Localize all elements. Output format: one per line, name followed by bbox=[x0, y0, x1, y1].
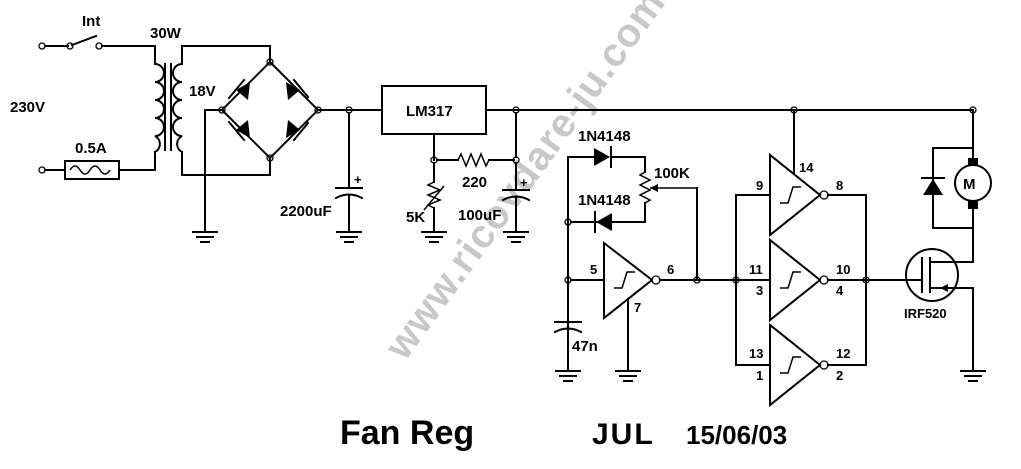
mosfet-irf520 bbox=[904, 248, 986, 382]
diode-bottom-label: 1N4148 bbox=[578, 192, 631, 209]
switch-label: Int bbox=[82, 13, 100, 30]
schmitt-inverter-osc bbox=[603, 240, 737, 382]
secondary-voltage-label: 18V bbox=[189, 83, 216, 100]
pin-7: 7 bbox=[634, 300, 641, 315]
mosfet-label: IRF520 bbox=[904, 306, 947, 321]
svg-text:+: + bbox=[354, 172, 362, 187]
pin-9: 9 bbox=[756, 178, 763, 193]
pin-6: 6 bbox=[667, 262, 674, 277]
pin-13: 13 bbox=[749, 346, 763, 361]
fuse-label: 0.5A bbox=[75, 140, 107, 157]
mains-voltage-label: 230V bbox=[10, 99, 45, 116]
svg-text:+: + bbox=[520, 175, 528, 190]
capacitor-2200uf: + bbox=[334, 106, 364, 243]
resistor-220-label: 220 bbox=[462, 174, 487, 191]
pin-1: 1 bbox=[756, 368, 763, 383]
potentiometer-5k bbox=[421, 162, 447, 243]
motor-symbol: M bbox=[963, 176, 976, 193]
transformer-power-label: 30W bbox=[150, 25, 182, 42]
pin-3: 3 bbox=[756, 283, 763, 298]
capacitor-100uf-label: 100uF bbox=[458, 207, 501, 224]
capacitor-100uf: + bbox=[501, 106, 531, 243]
potentiometer-100k-label: 100K bbox=[654, 165, 690, 182]
capacitor-2200uf-label: 2200uF bbox=[280, 203, 332, 220]
capacitor-47n-label: 47n bbox=[572, 338, 598, 355]
regulator-lm317 bbox=[381, 85, 974, 164]
diode-top-label: 1N4148 bbox=[578, 128, 631, 145]
diagram-date: 15/06/03 bbox=[686, 420, 787, 450]
pin-11: 11 bbox=[749, 262, 763, 277]
pin-4: 4 bbox=[836, 283, 844, 298]
pin-5: 5 bbox=[590, 262, 597, 277]
bridge-rectifier bbox=[192, 45, 383, 243]
motor-circuit: M bbox=[921, 106, 992, 259]
pin-12: 12 bbox=[836, 346, 850, 361]
pin-14: 14 bbox=[799, 160, 814, 175]
fuse bbox=[38, 151, 156, 180]
diagram-title: Fan Reg bbox=[340, 414, 474, 452]
potentiometer-5k-label: 5K bbox=[406, 209, 425, 226]
transformer bbox=[153, 45, 271, 176]
oscillator-network bbox=[553, 146, 698, 382]
pin-2: 2 bbox=[836, 368, 843, 383]
regulator-label: LM317 bbox=[406, 103, 453, 120]
pin-10: 10 bbox=[836, 262, 850, 277]
author-mark: JUL bbox=[592, 418, 655, 451]
schmitt-buffer-stage bbox=[732, 106, 906, 408]
pin-8: 8 bbox=[836, 178, 843, 193]
mains-switch bbox=[38, 34, 156, 65]
